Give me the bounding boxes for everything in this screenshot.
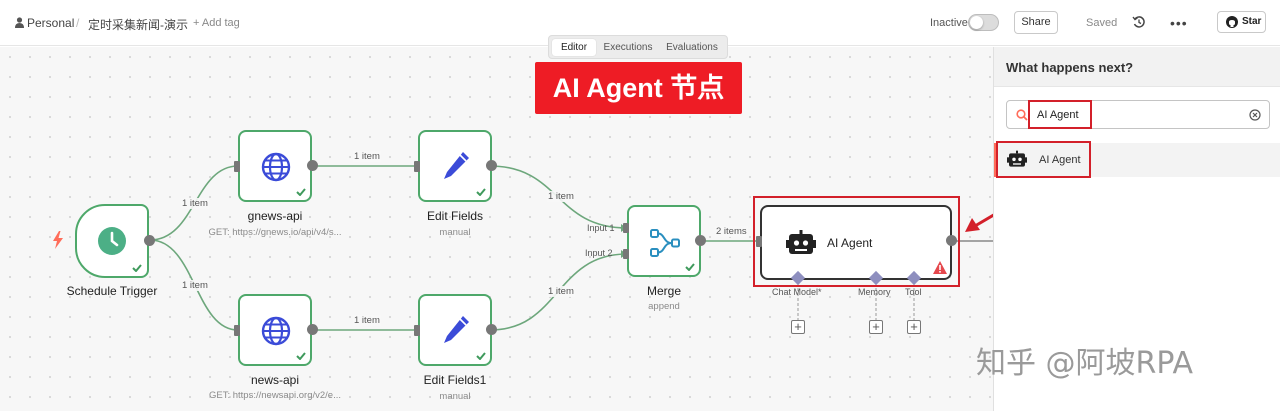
merge-icon [650, 229, 680, 257]
result-label: AI Agent [1039, 154, 1081, 166]
edge-label: 2 items [715, 226, 748, 237]
node-title: AI Agent [827, 236, 873, 250]
pencil-icon [444, 316, 469, 343]
add-tag-button[interactable]: + Add tag [193, 17, 240, 29]
clear-search-icon[interactable] [1249, 109, 1261, 121]
success-check-icon [132, 264, 142, 272]
tab-executions[interactable]: Executions [603, 42, 653, 53]
edge-label: 1 item [547, 286, 575, 297]
node-title: Merge [646, 284, 681, 298]
node-subtitle: append [648, 301, 680, 312]
search-input[interactable] [1037, 108, 1237, 122]
node-subtitle: GET: https://newsapi.org/v2/e... [208, 390, 341, 401]
node-edit-fields[interactable] [418, 130, 492, 202]
output-handle[interactable] [486, 324, 497, 335]
success-check-icon [685, 263, 695, 271]
node-search-box[interactable] [1006, 100, 1270, 129]
highlight-box-agent [753, 196, 960, 287]
memory-label: Memory [858, 287, 891, 297]
lightning-icon [53, 231, 63, 249]
node-title: Edit Fields1 [423, 373, 487, 387]
share-button[interactable]: Share [1014, 11, 1058, 34]
input-handle[interactable] [414, 325, 420, 336]
highlight-box-result [996, 141, 1091, 178]
clock-icon [98, 227, 126, 255]
output-handle[interactable] [307, 324, 318, 335]
node-schedule-trigger[interactable] [75, 204, 149, 278]
success-check-icon [296, 352, 306, 360]
input-handle[interactable] [756, 236, 762, 247]
node-subtitle: manual [439, 391, 471, 402]
node-gnews-api[interactable] [238, 130, 312, 202]
saved-status: Saved [1086, 17, 1118, 29]
pencil-icon [444, 152, 469, 179]
node-news-api[interactable] [238, 294, 312, 366]
success-check-icon [296, 188, 306, 196]
toggle-knob [970, 16, 983, 29]
input-handle[interactable] [234, 325, 240, 336]
search-icon [1016, 109, 1028, 121]
view-tabs: Editor Executions Evaluations [548, 35, 728, 59]
robot-icon [786, 230, 816, 254]
output-handle[interactable] [307, 160, 318, 171]
workflow-name[interactable]: 定时采集新闻-演示 [88, 18, 188, 32]
star-label: Star [1242, 16, 1262, 27]
workflow-canvas[interactable] [0, 47, 993, 411]
annotation-banner: AI Agent 节点 [535, 62, 742, 114]
node-title: Edit Fields [426, 209, 484, 223]
tab-evaluations[interactable]: Evaluations [666, 42, 718, 53]
globe-icon [261, 316, 291, 346]
node-merge[interactable] [627, 205, 701, 277]
workspace-link[interactable]: Personal [27, 16, 75, 30]
workflow-status-label: Inactive [930, 17, 968, 29]
warning-icon [933, 261, 947, 274]
output-handle[interactable] [695, 235, 706, 246]
add-tool-button[interactable]: + [907, 320, 921, 334]
github-star-button[interactable]: Star [1217, 11, 1266, 33]
output-handle[interactable] [486, 160, 497, 171]
node-title: Schedule Trigger [66, 284, 158, 298]
output-handle[interactable] [144, 235, 155, 246]
edge-label: 1 item [181, 198, 209, 209]
red-arrow [974, 213, 993, 228]
panel-title: What happens next? [1006, 60, 1134, 75]
input-handle[interactable] [414, 161, 420, 172]
success-check-icon [476, 188, 486, 196]
breadcrumb-separator: / [76, 16, 80, 30]
result-item-ai-agent[interactable]: AI Agent [994, 143, 1280, 177]
github-icon [1226, 16, 1238, 28]
robot-icon [1007, 150, 1027, 167]
merge-input-1-label: Input 1 [587, 223, 615, 233]
tool-label: Tool [905, 287, 922, 297]
success-check-icon [476, 352, 486, 360]
input-handle-1[interactable] [623, 223, 629, 233]
history-icon[interactable] [1132, 15, 1146, 29]
input-handle[interactable] [234, 161, 240, 172]
chat-model-label: Chat Model* [772, 287, 822, 297]
node-creator-panel: What happens next? AI Agent [993, 47, 1280, 411]
node-subtitle: GET: https://gnews.io/api/v4/s... [208, 227, 342, 238]
node-title: news-api [250, 373, 300, 387]
node-subtitle: manual [439, 227, 471, 238]
node-edit-fields1[interactable] [418, 294, 492, 366]
more-options-icon[interactable]: ••• [1170, 15, 1188, 31]
node-title: gnews-api [247, 209, 303, 223]
edge-label: 1 item [181, 280, 209, 291]
add-memory-button[interactable]: + [869, 320, 883, 334]
output-handle[interactable] [946, 235, 957, 246]
highlight-box-search [1028, 100, 1092, 129]
panel-header: What happens next? [994, 47, 1280, 87]
edge-label: 1 item [353, 315, 381, 326]
edge-label: 1 item [547, 191, 575, 202]
person-icon [15, 17, 24, 28]
tab-editor[interactable]: Editor [552, 39, 596, 56]
watermark: 知乎 @阿坡RPA [976, 346, 1194, 381]
edge-label: 1 item [353, 151, 381, 162]
globe-icon [261, 152, 291, 182]
node-ai-agent[interactable]: AI Agent [760, 205, 952, 280]
input-handle-2[interactable] [623, 249, 629, 259]
active-toggle[interactable] [968, 14, 999, 31]
add-chat-model-button[interactable]: + [791, 320, 805, 334]
merge-input-2-label: Input 2 [585, 248, 613, 258]
